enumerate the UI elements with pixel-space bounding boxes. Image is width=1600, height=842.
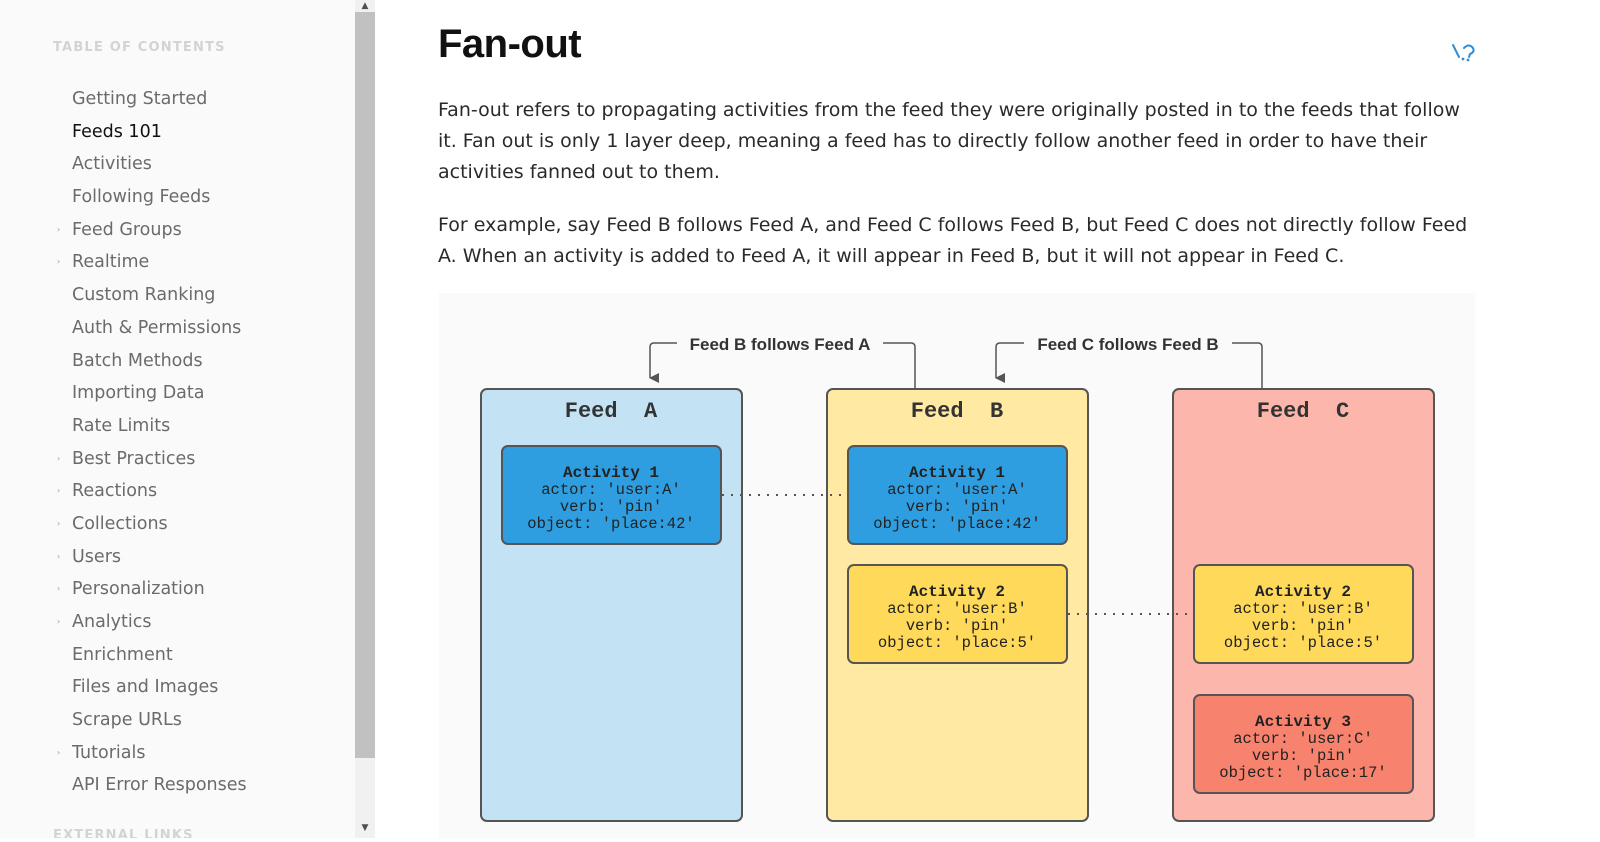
sidebar-item-label: Analytics — [72, 612, 152, 632]
chevron-right-icon[interactable]: › — [57, 551, 61, 561]
follow-label-c-b: Feed C follows Feed B — [1037, 335, 1218, 354]
sidebar-item-batch-methods[interactable]: Batch Methods — [0, 345, 355, 378]
sidebar-item-label: Auth & Permissions — [72, 317, 242, 338]
activity-verb: verb: 'pin' — [1252, 617, 1354, 635]
chevron-right-icon[interactable]: › — [57, 486, 61, 496]
toc-heading: TABLE OF CONTENTS — [53, 40, 226, 55]
feed-c-activity-2: Activity 2 actor: 'user:B' verb: 'pin' o… — [1193, 564, 1414, 664]
activity-actor: actor: 'user:B' — [1233, 600, 1373, 618]
sidebar-item-label: Getting Started — [72, 89, 208, 109]
activity-title: Activity 3 — [1255, 713, 1351, 731]
sidebar-item-custom-ranking[interactable]: Custom Ranking — [0, 279, 355, 312]
fan-out-example: For example, say Feed B follows Feed A, … — [438, 214, 1468, 267]
sidebar-item-label: Following Feeds — [72, 187, 211, 208]
chevron-right-icon[interactable]: › — [57, 617, 61, 626]
main-content: Fan-out Fan-out refers to propagating ac… — [438, 0, 1478, 838]
sidebar-item-activities[interactable]: Activities — [0, 148, 355, 181]
fan-out-description: Fan-out refers to propagating activities… — [438, 99, 1460, 183]
activity-verb: verb: 'pin' — [560, 498, 662, 516]
sidebar-item-api-error-responses[interactable]: API Error Responses — [0, 769, 355, 802]
sidebar-item-label: Users — [72, 546, 122, 567]
feed-a-title: Feed A — [565, 399, 658, 424]
activity-title: Activity 2 — [1255, 583, 1351, 601]
chevron-right-icon[interactable]: › — [57, 747, 61, 757]
fan-out-diagram-svg: Feed B follows Feed A Feed C follows Fee… — [480, 331, 1435, 822]
chevron-right-icon[interactable]: › — [57, 584, 61, 594]
link-icon[interactable] — [1450, 40, 1478, 64]
scroll-up-arrow-icon[interactable]: ▲ — [361, 1, 369, 11]
scroll-thumb[interactable] — [355, 12, 375, 758]
sidebar-item-following-feeds[interactable]: Following Feeds — [0, 181, 355, 214]
sidebar-item-feeds-101[interactable]: Feeds 101 — [0, 116, 355, 149]
sidebar-item-feed-groups[interactable]: › Feed Groups — [0, 214, 355, 247]
activity-object: object: 'place:5' — [1224, 634, 1382, 652]
activity-verb: verb: 'pin' — [906, 617, 1008, 635]
scroll-down-arrow-icon[interactable]: ▼ — [361, 823, 369, 833]
sidebar-item-label: API Error Responses — [72, 775, 247, 796]
activity-title: Activity 1 — [909, 464, 1005, 482]
sidebar-item-realtime[interactable]: › Realtime — [0, 246, 355, 279]
chevron-right-icon[interactable]: › — [57, 518, 61, 528]
sidebar-item-reactions[interactable]: › Reactions — [0, 475, 355, 508]
sidebar-item-enrichment[interactable]: Enrichment — [0, 639, 355, 672]
sidebar-item-label: Scrape URLs — [72, 710, 182, 731]
follow-label-b-a: Feed B follows Feed A — [690, 335, 871, 354]
sidebar-item-rate-limits[interactable]: Rate Limits — [0, 410, 355, 443]
feed-a-activity-1: Activity 1 actor: 'user:A' verb: 'pin' o… — [501, 445, 722, 545]
sidebar-item-label: Batch Methods — [72, 350, 203, 371]
sidebar-item-auth-permissions[interactable]: Auth & Permissions — [0, 312, 355, 345]
sidebar-item-collections[interactable]: › Collections — [0, 508, 355, 541]
activity-actor: actor: 'user:A' — [541, 481, 681, 499]
activity-object: object: 'place:17' — [1219, 764, 1386, 782]
sidebar-item-personalization[interactable]: › Personalization — [0, 573, 355, 606]
sidebar-item-label: Best Practices — [72, 448, 196, 469]
sidebar-item-scrape-urls[interactable]: Scrape URLs — [0, 704, 355, 737]
fan-out-diagram: Feed B follows Feed A Feed C follows Fee… — [439, 293, 1475, 838]
chevron-right-icon[interactable]: › — [57, 453, 61, 463]
sidebar-item-importing-data[interactable]: Importing Data — [0, 377, 355, 410]
sidebar-item-label: Reactions — [72, 481, 158, 502]
external-links-heading: EXTERNAL LINKS — [53, 828, 194, 838]
feed-c-title: Feed C — [1257, 399, 1349, 424]
sidebar-item-tutorials[interactable]: › Tutorials — [0, 737, 355, 770]
activity-object: object: 'place:5' — [878, 634, 1036, 652]
sidebar-item-label: Activities — [72, 154, 152, 175]
sidebar-item-files-and-images[interactable]: Files and Images — [0, 671, 355, 704]
activity-object: object: 'place:42' — [527, 515, 694, 533]
feed-b-activity-1: Activity 1 actor: 'user:A' verb: 'pin' o… — [847, 445, 1068, 545]
sidebar-item-label: Enrichment — [72, 644, 173, 665]
feed-c-activity-3: Activity 3 actor: 'user:C' verb: 'pin' o… — [1193, 694, 1414, 794]
sidebar-item-label: Feed Groups — [72, 219, 182, 240]
sidebar-item-label: Feeds 101 — [72, 121, 162, 142]
sidebar-item-getting-started[interactable]: Getting Started — [0, 83, 355, 116]
activity-verb: verb: 'pin' — [906, 498, 1008, 516]
activity-verb: verb: 'pin' — [1252, 747, 1354, 765]
activity-actor: actor: 'user:B' — [887, 600, 1027, 618]
sidebar-item-label: Files and Images — [72, 677, 219, 698]
activity-object: object: 'place:42' — [873, 515, 1040, 533]
sidebar-item-analytics[interactable]: › Analytics — [0, 606, 355, 639]
sidebar-scrollbar[interactable]: ▲ ▼ — [355, 0, 375, 838]
activity-title: Activity 2 — [909, 583, 1005, 601]
feed-b-activity-2: Activity 2 actor: 'user:B' verb: 'pin' o… — [847, 564, 1068, 664]
sidebar-item-label: Rate Limits — [72, 415, 171, 436]
page-title: Fan-out — [438, 22, 582, 66]
sidebar-item-label: Tutorials — [72, 742, 146, 763]
chevron-right-icon[interactable]: › — [57, 224, 61, 234]
sidebar-item-label: Personalization — [72, 579, 205, 600]
feed-b-title: Feed B — [911, 399, 1003, 424]
activity-actor: actor: 'user:C' — [1233, 730, 1373, 748]
sidebar-item-label: Realtime — [72, 252, 150, 273]
chevron-right-icon[interactable]: › — [57, 257, 61, 267]
sidebar-item-label: Collections — [72, 513, 168, 534]
sidebar-item-users[interactable]: › Users — [0, 541, 355, 574]
sidebar-item-best-practices[interactable]: › Best Practices — [0, 443, 355, 476]
sidebar-item-label: Custom Ranking — [72, 285, 216, 306]
sidebar-item-label: Importing Data — [72, 383, 205, 404]
activity-title: Activity 1 — [563, 464, 659, 482]
activity-actor: actor: 'user:A' — [887, 481, 1027, 499]
